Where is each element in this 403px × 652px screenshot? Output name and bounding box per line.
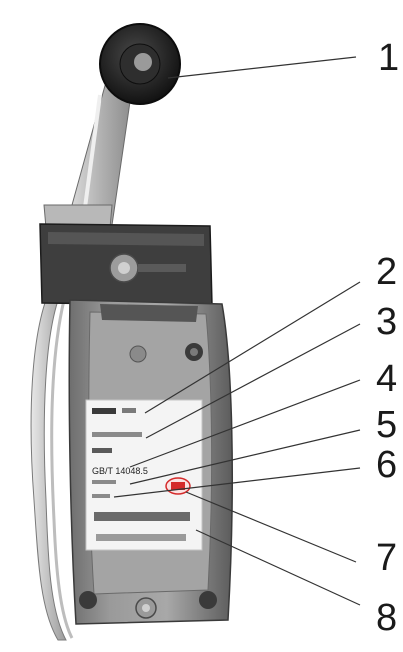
nameplate-line-terminal-2 — [96, 534, 186, 541]
nameplate-line-rating-2 — [92, 448, 112, 453]
callout-2: 2 — [376, 251, 397, 293]
nameplate-line-rating — [92, 432, 142, 437]
leader-line-6 — [113, 467, 361, 498]
roller — [99, 23, 181, 105]
callout-3: 3 — [376, 301, 397, 343]
housing-screw-bottom-right — [199, 591, 217, 609]
nameplate-line-model-2 — [122, 408, 136, 413]
callout-4: 4 — [376, 358, 397, 400]
nameplate-line-model — [92, 408, 116, 414]
leader-line-4 — [129, 379, 361, 468]
nameplate: GB/T 14048.5 — [85, 399, 203, 551]
housing-screw-left — [129, 345, 147, 363]
limit-switch-body: GB/T 14048.5 — [30, 23, 233, 641]
callout-numbers: 1 2 3 4 5 6 7 8 — [376, 37, 399, 639]
leader-line-2 — [144, 281, 361, 414]
leader-line-5 — [129, 429, 361, 485]
callout-5: 5 — [376, 404, 397, 446]
leader-line-7 — [185, 491, 357, 563]
side-spring-wire — [30, 284, 67, 641]
nameplate-standard-text: GB/T 14048.5 — [92, 466, 148, 476]
nameplate-line-terminal-1 — [94, 512, 190, 521]
callout-1: 1 — [378, 37, 399, 79]
actuator-head-highlight — [48, 232, 204, 246]
leader-line-8 — [195, 529, 361, 606]
leader-lines — [113, 56, 361, 606]
head-shaft-bar — [138, 264, 186, 272]
callout-6: 6 — [376, 444, 397, 486]
housing-screw-top — [185, 343, 203, 361]
lever-arm-edge — [82, 94, 102, 216]
leader-line-3 — [145, 323, 361, 439]
head-shaft-screw — [109, 253, 139, 283]
callout-8: 8 — [376, 597, 397, 639]
callout-7: 7 — [376, 537, 397, 579]
housing-top-ridge — [100, 304, 198, 322]
housing-screw-bottom-center — [135, 597, 157, 619]
housing-screw-bottom-left — [79, 591, 97, 609]
nameplate-line-code — [92, 480, 116, 484]
lever-arm — [71, 81, 133, 226]
nameplate-line-serial — [92, 494, 110, 498]
side-spring-wire-inner — [50, 299, 74, 639]
leader-line-1 — [167, 56, 357, 79]
